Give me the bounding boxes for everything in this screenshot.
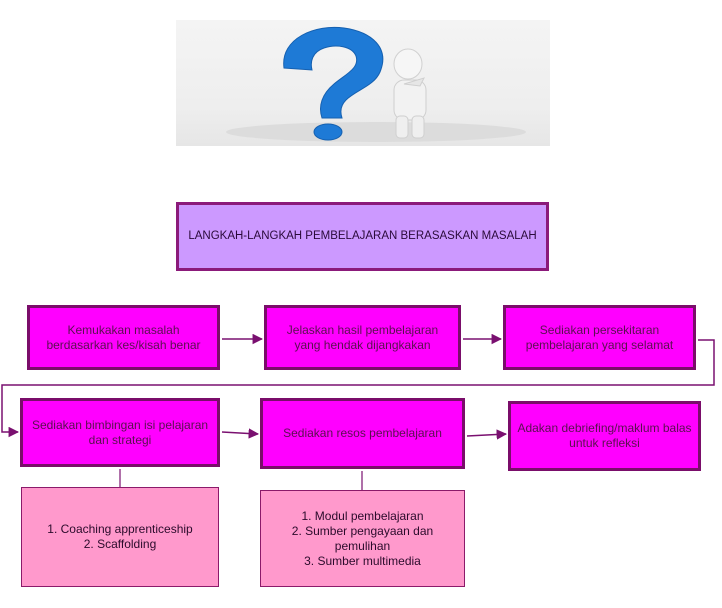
- step-3-box: Sediakan persekitaran pembelajaran yang …: [503, 305, 696, 370]
- detail-2-line-2: 2. Sumber pengayaan dan: [291, 523, 434, 538]
- detail-2-line-4: 3. Sumber multimedia: [304, 553, 421, 568]
- step-1-box: Kemukakan masalah berdasarkan kes/kisah …: [27, 305, 220, 370]
- step-1-line-1: Kemukakan masalah: [67, 322, 180, 337]
- step-6-box: Adakan debriefing/maklum balas untuk ref…: [508, 401, 701, 471]
- detail-1-line-1: 1. Coaching apprenticeship: [47, 522, 193, 536]
- step-6-line-1: Adakan debriefing/maklum balas: [517, 421, 692, 435]
- step-2-line-2: yang hendak dijangkakan: [294, 337, 431, 352]
- arrow-step5-to-step6: [466, 429, 508, 440]
- step-3-line-1: Sediakan persekitaran: [539, 322, 660, 337]
- step-1-line-2: berdasarkan kes/kisah benar: [46, 337, 201, 352]
- step-4-line-2: dan strategi: [88, 432, 152, 447]
- detail-2-line-1: 1. Modul pembelajaran: [301, 508, 424, 523]
- step-3-line-2: pembelajaran yang selamat: [525, 337, 674, 352]
- hero-image: [176, 20, 550, 146]
- step-4-line-1: Sediakan bimbingan isi pelajaran: [31, 417, 209, 432]
- detail-2-line-3: pemulihan: [334, 538, 391, 553]
- diagram-title: LANGKAH-LANGKAH PEMBELAJARAN BERASASKAN …: [176, 202, 549, 271]
- diagram-title-text: LANGKAH-LANGKAH PEMBELAJARAN BERASASKAN …: [188, 230, 537, 242]
- detail-1-line-2: 2. Scaffolding: [83, 537, 157, 551]
- step-2-box: Jelaskan hasil pembelajaran yang hendak …: [264, 305, 461, 370]
- step-2-line-1: Jelaskan hasil pembelajaran: [286, 322, 439, 337]
- step-4-box: Sediakan bimbingan isi pelajaran dan str…: [20, 398, 220, 467]
- question-mark-thinking-figure-icon: [226, 26, 526, 142]
- step-6-line-2: untuk refleksi: [569, 436, 640, 450]
- detail-box-1: 1. Coaching apprenticeship 2. Scaffoldin…: [21, 487, 219, 587]
- step-5-box: Sediakan resos pembelajaran: [260, 398, 465, 469]
- step-5-line-1: Sediakan resos pembelajaran: [283, 426, 442, 440]
- arrow-step4-to-step5: [221, 428, 260, 439]
- detail-box-2: 1. Modul pembelajaran 2. Sumber pengayaa…: [260, 490, 465, 587]
